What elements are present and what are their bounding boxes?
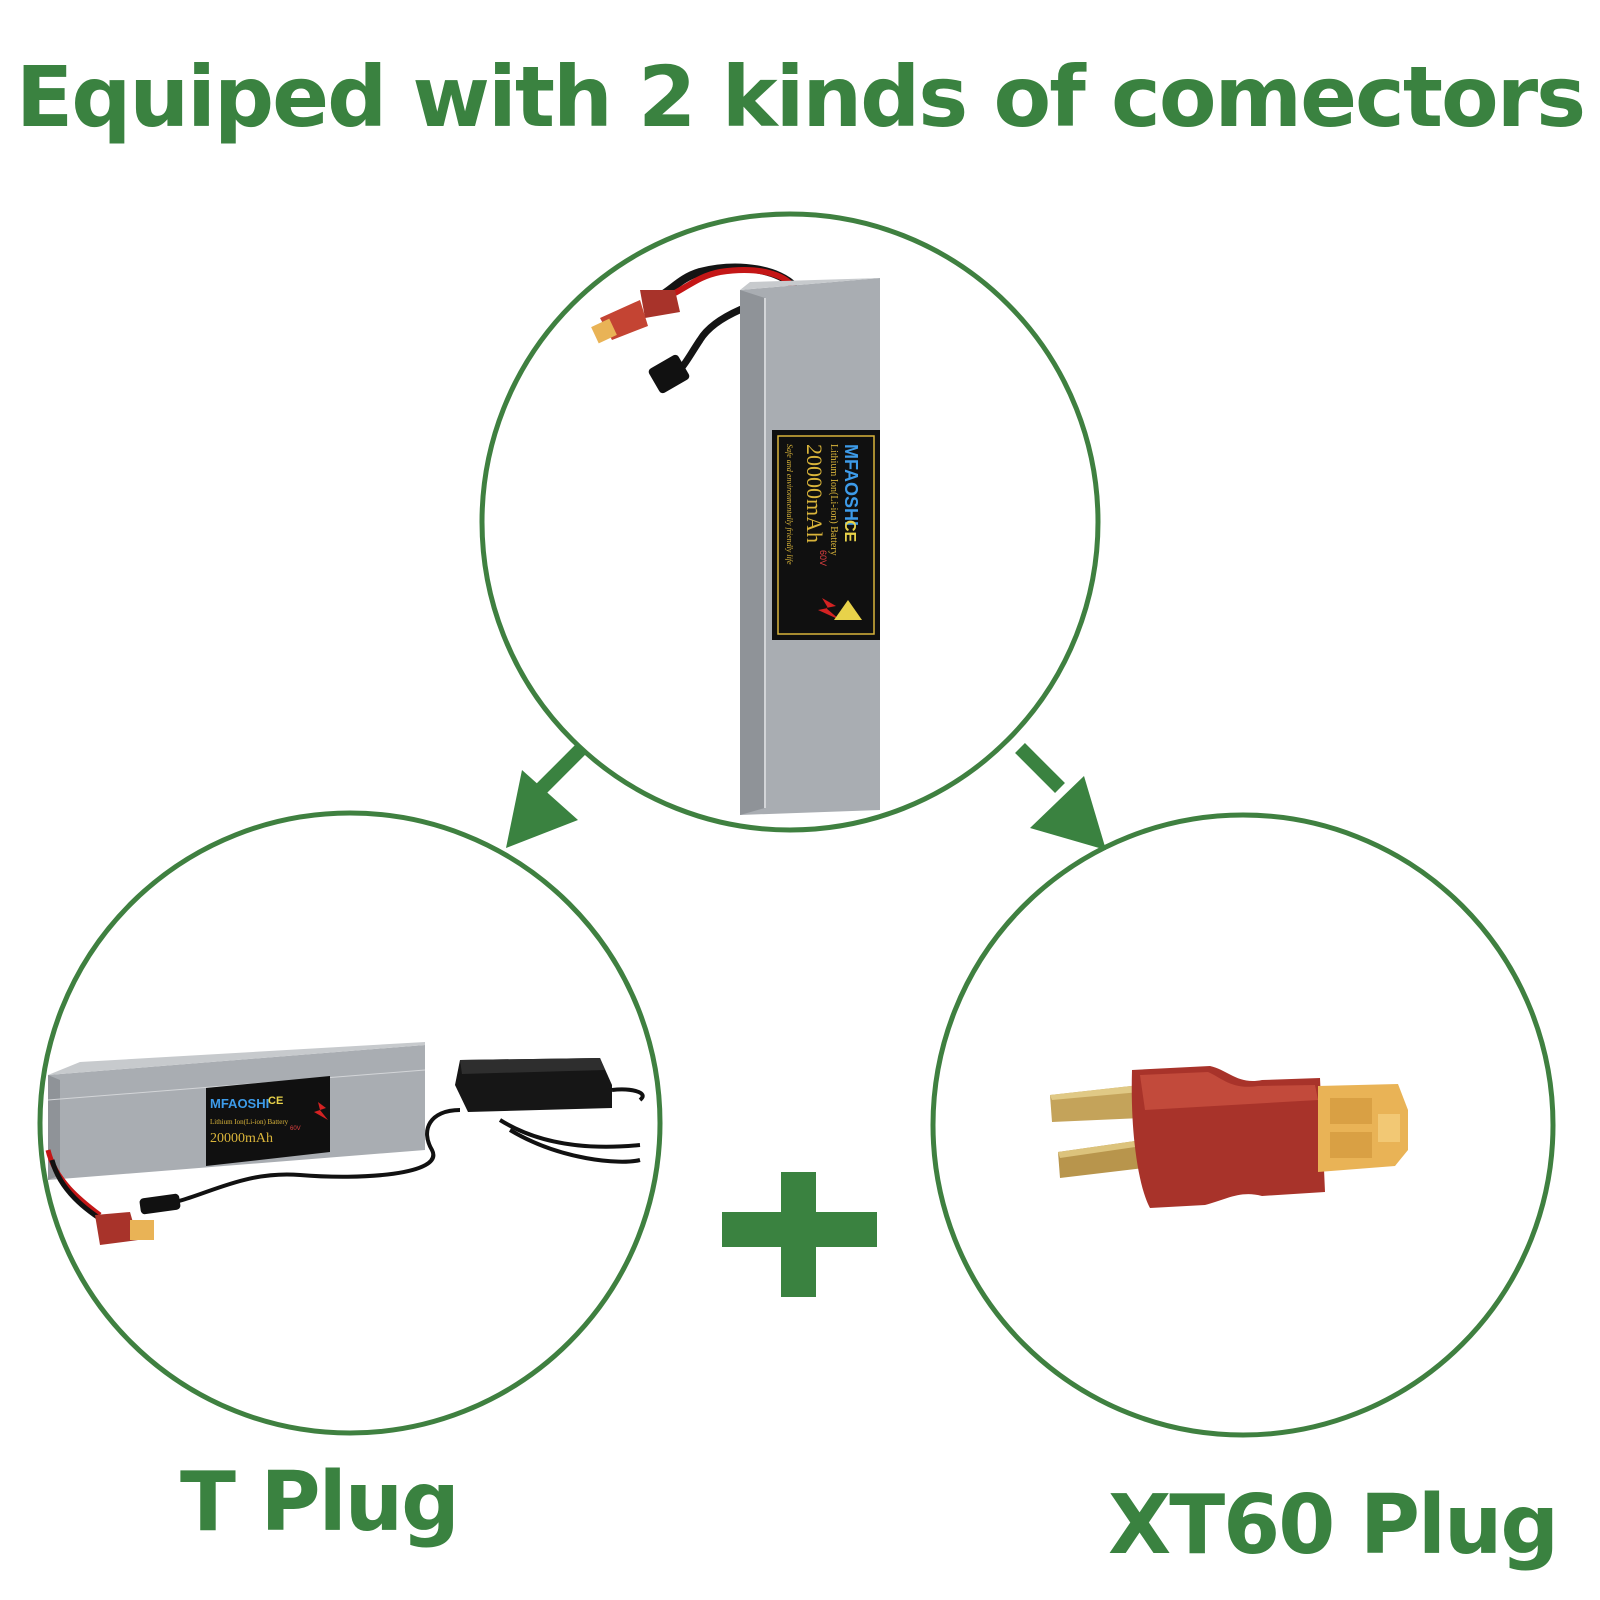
label-brand-horizontal: MFAOSHI [210,1096,269,1111]
label-voltage-vertical: 60V [818,550,828,566]
top-circle [479,211,1101,833]
left-circle [37,810,663,1436]
battery-label-horizontal: MFAOSHI CE Lithium Ion(Li-ion) Battery 2… [206,1076,330,1166]
t-plug-label: T Plug [180,1455,460,1550]
label-ce-horizontal: CE [268,1095,283,1107]
t-connector-on-cable [591,290,680,344]
arrow-down-left-icon [506,743,587,848]
dc-barrel-connector [648,354,690,394]
headline: Equiped with 2 kinds of comectors [15,48,1586,146]
label-slogan-vertical: Safe and environmentally friendly life [785,444,794,565]
label-capacity-horizontal: 20000mAh [210,1131,273,1146]
lightning-bolt-icon [314,1102,328,1120]
horizontal-battery-with-charger: MFAOSHI CE Lithium Ion(Li-ion) Battery 2… [45,1042,645,1245]
arrow-down-right-icon [1015,743,1106,850]
warning-triangle-icon [834,600,862,620]
plus-icon [722,1172,877,1297]
label-ce-vertical: CE [841,520,858,543]
xt60-plug-label: XT60 Plug [1108,1478,1559,1573]
dc-barrel-connector [139,1193,181,1215]
label-brand-vertical: MFAOSHI [841,444,861,526]
right-circle [930,812,1556,1438]
label-voltage-horizontal: 60V [290,1126,301,1132]
vertical-battery: MFAOSHI Lithium Ion(Li-ion) Battery 2000… [591,263,880,815]
label-type-vertical: Lithium Ion(Li-ion) Battery [828,444,839,556]
battery-label-vertical: MFAOSHI Lithium Ion(Li-ion) Battery 2000… [772,430,880,640]
t-to-xt60-adapter [1050,1066,1408,1208]
label-capacity-vertical: 20000mAh [802,444,827,543]
charger-brick [455,1058,612,1112]
lightning-bolt-icon [818,598,840,620]
t-connector-on-battery [95,1212,154,1245]
label-type-horizontal: Lithium Ion(Li-ion) Battery [210,1118,289,1126]
